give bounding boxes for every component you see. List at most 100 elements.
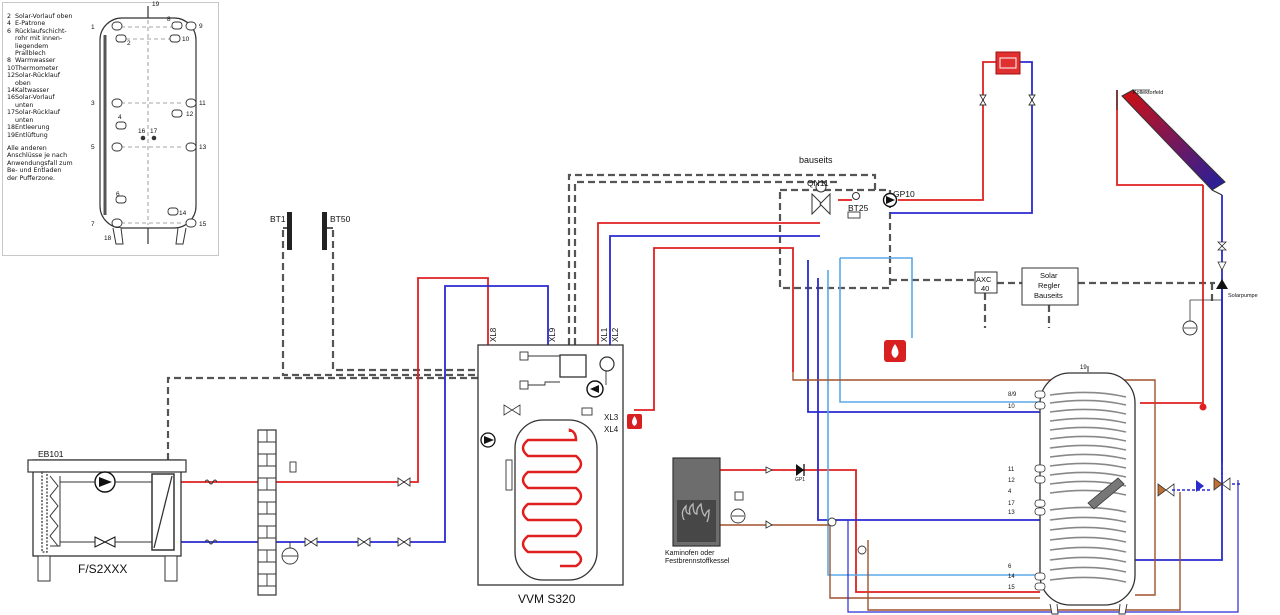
eb101-label: EB101 [38,449,64,459]
port-label: 1 [91,24,95,31]
bt25-sensor-icon [852,192,860,200]
expansion-vessel-icon [1182,299,1222,336]
port-label: 12 [186,111,194,118]
bt25-body [847,211,861,219]
port-label: 13 [1008,510,1015,516]
port-label: 6 [1008,564,1012,570]
axc-module [974,271,998,294]
stove-fittings [730,466,867,555]
diagram-labels: bauseits QN11 BT25 GP10 BT1 BT50 AXC 40 … [38,90,1258,606]
indoor-module-vvm [477,344,624,586]
big-tank-port-labels: 19 8/9 10 11 12 4 17 13 6 14 15 [1008,365,1087,591]
outdoor-heat-pump-unit [27,459,187,582]
buffer-storage-tank [1034,366,1136,615]
port-label: 9 [199,23,203,30]
port-label: 5 [91,144,95,151]
stove-label-line1: Kaminofen oder [665,550,715,557]
tank-mixing-valves [1157,403,1240,497]
pipe-fittings [281,461,411,565]
port-label: 19 [1080,365,1087,371]
stove-return-pipe [847,480,1239,613]
xl3-label: XL3 [604,413,619,422]
port-label: 15 [1008,585,1015,591]
collector-label: Kollektorfeld [1133,90,1163,96]
radiator [995,51,1021,75]
port-label: 14 [179,210,187,217]
qn11-valve-icon [811,181,831,216]
port-label: 12 [1008,478,1015,484]
stove-label-line2: Festbrennstoffkessel [665,558,730,565]
stove-pipes [720,372,1181,611]
outdoor-unit-label: F/S2XXX [78,562,127,576]
qn11-label: QN11 [807,178,829,188]
radiator-valves [979,94,1036,106]
port-label: 16 [138,128,146,135]
bt1-label: BT1 [270,214,286,224]
solar-controller-box [1021,267,1079,306]
xl1-label: XL1 [600,327,609,342]
flex-connectors [204,479,218,545]
small-buffer-tank [99,6,197,245]
port-label: 18 [104,235,112,242]
return-pipes [180,61,1223,561]
solar-controller-line2: Regler [1038,281,1061,290]
wood-stove [672,457,721,547]
stove-pump-label: GP1 [795,477,805,483]
port-label: 10 [182,36,190,43]
indoor-unit-label: VVM S320 [518,592,576,606]
stove-pump-icon [796,464,805,476]
bt50-sensor [322,212,333,250]
room-heater-icon [884,340,906,362]
axc-number: 40 [981,284,989,293]
port-label: 17 [150,128,158,135]
solar-collector [1116,89,1226,196]
solar-pump-icon [1216,241,1228,289]
port-label: 13 [199,144,207,151]
port-label: 11 [199,100,206,107]
port-label: 11 [1008,467,1015,473]
axc-label: AXC [976,275,992,284]
xl2-label: XL2 [611,327,620,342]
port-label: 14 [1008,574,1015,580]
brick-wall [257,429,277,596]
port-label: 4 [1008,489,1012,495]
bt50-label: BT50 [330,214,351,224]
xl4-drop-icon [627,414,642,429]
xl4-label: XL4 [604,425,619,434]
xl9-label: XL9 [548,327,557,342]
gp10-pump-icon [882,192,898,208]
solar-pump-label: Solarpumpe [1228,293,1258,299]
legend-note: Alle anderen Anschlüsse je nach Anwendun… [7,144,73,182]
port-label: 7 [91,221,95,228]
gp10-label: GP10 [893,189,915,199]
control-wiring [166,173,1215,460]
port-label: 17 [1008,501,1015,507]
port-label: 19 [152,1,160,8]
port-label: 8 [167,16,171,23]
port-label: 15 [199,221,207,228]
xl8-label: XL8 [489,327,498,342]
port-label: 3 [91,100,95,107]
port-label: 8/9 [1008,392,1017,398]
bt1-sensor [283,212,292,250]
small-tank-port-labels: 1 2 3 4 5 6 7 8 9 10 11 12 13 14 15 16 1… [91,1,207,242]
port-label: 6 [116,191,120,198]
solar-controller-line3: Bauseits [1034,291,1063,300]
port-label: 10 [1008,404,1015,410]
bauseits-label: bauseits [799,155,833,165]
bt25-label: BT25 [848,203,869,213]
port-label: 2 [127,40,131,47]
